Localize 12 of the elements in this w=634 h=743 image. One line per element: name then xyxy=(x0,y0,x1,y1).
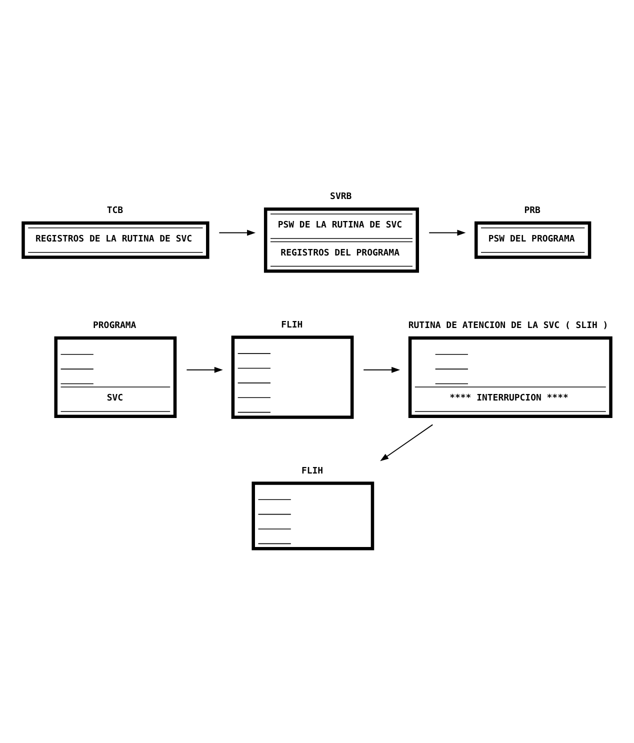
node-label: TCB xyxy=(106,206,124,216)
arrow xyxy=(218,230,256,236)
node-label: FLIH xyxy=(281,320,303,330)
node-label: FLIH xyxy=(301,466,324,476)
node-label: PRB xyxy=(524,206,540,216)
node-label: PROGRAMA xyxy=(93,321,136,332)
arrow xyxy=(380,424,434,462)
arrow xyxy=(186,366,223,373)
node-label: RUTINA DE ATENCION DE LA SVC ( SLIH ) xyxy=(408,321,608,332)
node-label: SVRB xyxy=(330,192,352,202)
arrow xyxy=(428,230,466,236)
arrow xyxy=(363,366,400,373)
